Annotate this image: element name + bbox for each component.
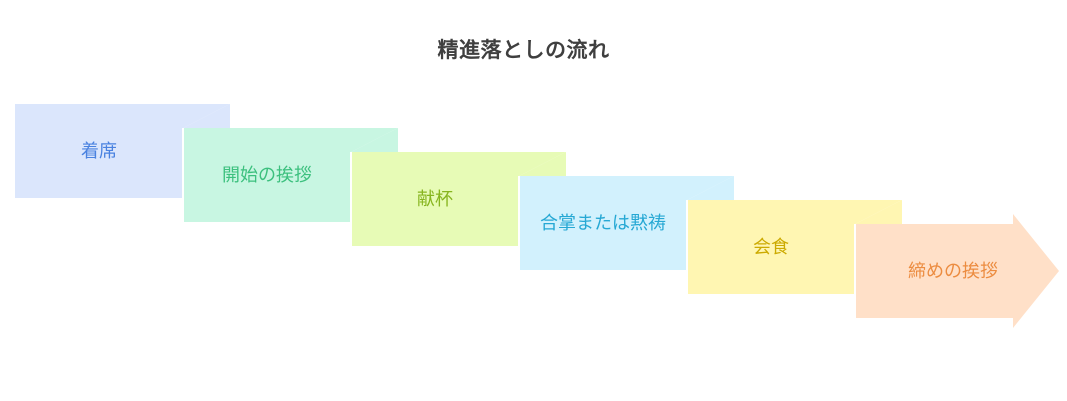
step-block <box>351 152 566 246</box>
diagram-title: 精進落としの流れ <box>437 38 610 62</box>
step-label: 開始の挨拶 <box>222 165 312 186</box>
step-label: 会食 <box>753 237 789 258</box>
step-block <box>687 200 902 294</box>
step-label: 締めの挨拶 <box>908 261 998 282</box>
step-label: 着席 <box>81 141 117 162</box>
flow-step: 締めの挨拶 <box>854 214 1059 328</box>
step-block <box>183 128 398 222</box>
step-label: 献杯 <box>417 189 453 210</box>
step-label: 合掌または黙祷 <box>540 213 666 234</box>
step-block <box>15 104 230 198</box>
step-arrow <box>855 214 1059 328</box>
step-block <box>519 176 734 270</box>
